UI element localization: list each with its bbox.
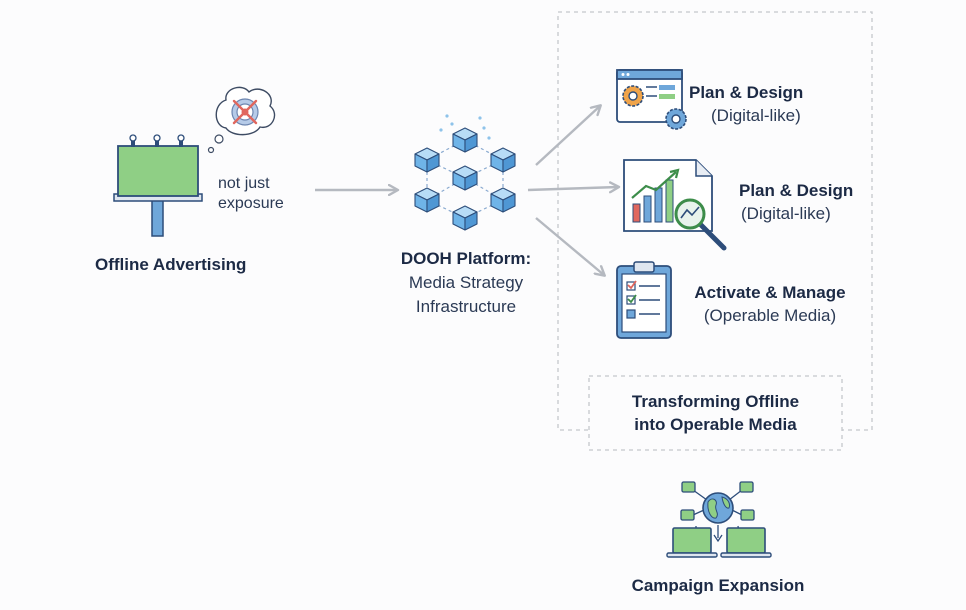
cube-face (464, 171, 478, 191)
cube-node-icon (414, 187, 440, 213)
caption-box (588, 375, 843, 451)
cube-node-icon (490, 147, 516, 173)
cube-face (426, 153, 440, 173)
plan-design-label-2: Plan & Design (Digital-like) (739, 180, 853, 225)
cube-node-icon (452, 165, 478, 191)
transforming-caption: Transforming Offline into Operable Media (589, 391, 842, 436)
data-particle (487, 136, 491, 140)
arrow-center-to-activate (535, 217, 604, 275)
cube-node-icon (490, 187, 516, 213)
cube-face (502, 153, 516, 173)
cube-face (502, 193, 516, 213)
cube-network-icon (414, 114, 516, 231)
cube-node-icon (414, 147, 440, 173)
dooh-platform-subtitle-line2: Infrastructure (415, 296, 517, 316)
plan-design-title-1: Plan & Design (689, 83, 804, 102)
transforming-caption-line1: Transforming Offline (631, 392, 800, 411)
plan-design-subtitle-1: (Digital-like) (711, 106, 801, 126)
plan-design-title-2: Plan & Design (739, 181, 854, 200)
arrow-center-to-plan (535, 106, 600, 166)
billboard-icon (113, 134, 203, 237)
growth-chart-magnifier-icon (623, 159, 727, 251)
bubble-text-line1: not just (218, 175, 270, 192)
data-particle (439, 128, 443, 132)
activate-manage-label: Activate & Manage (Operable Media) (682, 282, 858, 327)
data-particle (478, 116, 482, 120)
data-particle (445, 114, 449, 118)
campaign-expansion-caption: Campaign Expansion (631, 576, 805, 595)
bubble-text: not just exposure (218, 174, 284, 214)
plan-design-label-1: Plan & Design (Digital-like) (689, 82, 803, 127)
cube-node-icon (452, 205, 478, 231)
data-particle (482, 126, 486, 130)
cube-face (464, 211, 478, 231)
clipboard-checklist-icon (616, 261, 672, 339)
offline-advertising-caption: Offline Advertising (95, 255, 247, 274)
transforming-caption-line2: into Operable Media (634, 415, 797, 435)
data-particle (450, 122, 454, 126)
web-settings-icon (616, 69, 687, 130)
network-globe-laptops-icon (666, 481, 772, 558)
no-target-thought-bubble-icon (207, 86, 276, 154)
bubble-text-line2: exposure (218, 195, 284, 212)
plan-design-subtitle-2: (Digital-like) (741, 204, 831, 224)
cube-node-icon (452, 127, 478, 153)
dooh-platform-subtitle-line1: Media Strategy (408, 273, 524, 293)
activate-manage-subtitle: (Operable Media) (703, 306, 837, 326)
dooh-platform-caption: DOOH Platform: Media Strategy Infrastruc… (388, 248, 544, 317)
activate-manage-title: Activate & Manage (694, 283, 846, 302)
cube-face (464, 133, 478, 153)
dooh-platform-title: DOOH Platform: (400, 249, 532, 268)
cube-face (426, 193, 440, 213)
arrow-center-to-analytics (527, 187, 618, 190)
